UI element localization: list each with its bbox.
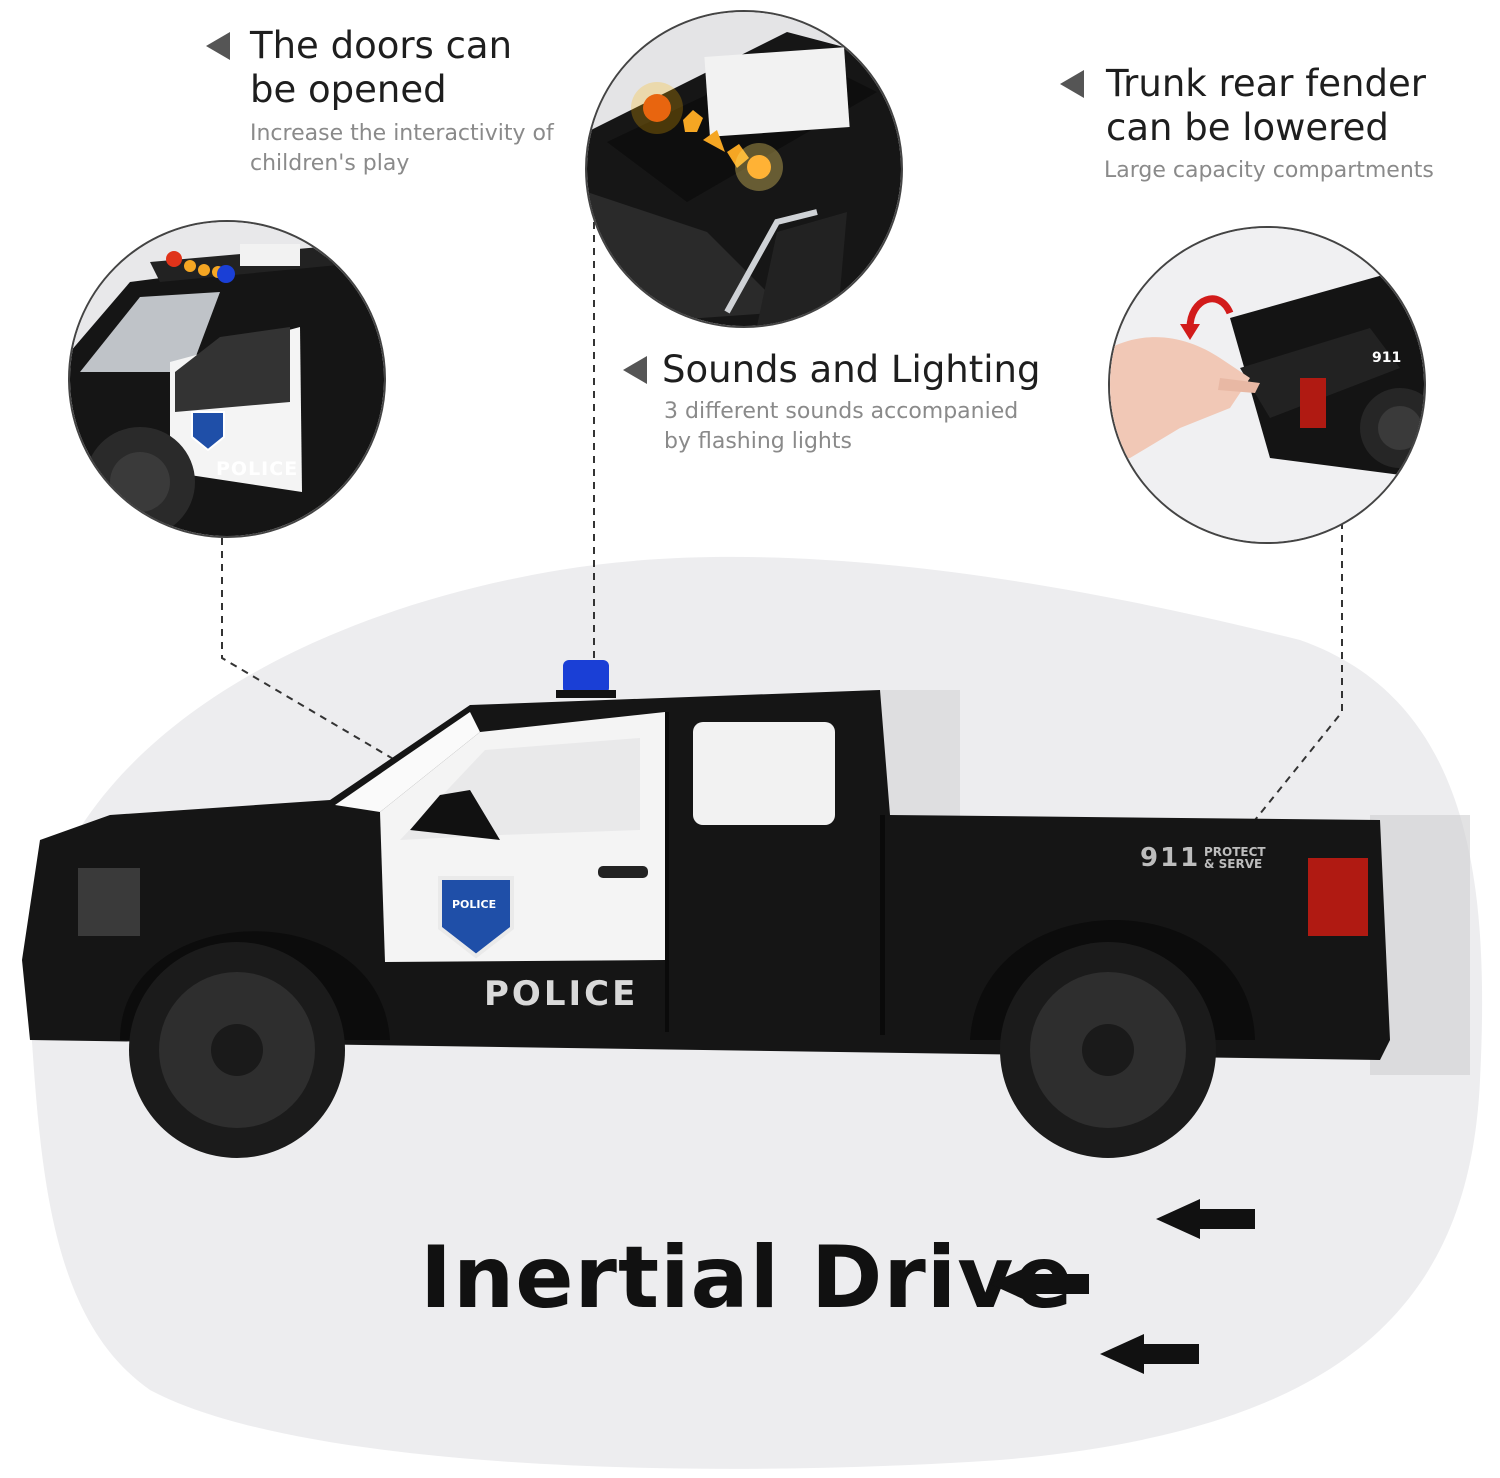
bed-number: 911	[1140, 843, 1201, 873]
sounds-title: Sounds and Lighting	[662, 348, 1041, 391]
trunk-title-line2: can be lowered	[1106, 106, 1389, 149]
doors-sub-line2: children's play	[250, 151, 410, 176]
trunk-sub: Large capacity compartments	[1104, 158, 1434, 183]
doors-title-line1: The doors can	[250, 24, 513, 67]
badge-text: POLICE	[452, 898, 497, 911]
door-police-label: POLICE	[484, 974, 639, 1014]
left-arrow-icon	[1156, 1199, 1255, 1239]
left-triangle-icon	[1060, 70, 1084, 98]
doors-connector-line	[221, 538, 396, 761]
small-bed-number: 911	[1372, 350, 1402, 366]
police-badge-icon	[191, 411, 225, 452]
trunk-title-line1: Trunk rear fender	[1106, 62, 1426, 105]
police-badge-icon	[438, 876, 514, 959]
doors-title-line2: be opened	[250, 68, 447, 111]
inertial-drive-headline: Inertial Drive	[420, 1228, 1074, 1328]
roof-lights-photo	[585, 10, 903, 328]
sounds-sub-line1: 3 different sounds accompanied	[664, 399, 1019, 424]
curved-arrow-icon	[1180, 295, 1234, 340]
sounds-sub-line2: by flashing lights	[664, 429, 852, 454]
left-triangle-icon	[206, 32, 230, 60]
front-wheel	[129, 942, 345, 1158]
rear-wheel	[1000, 942, 1216, 1158]
small-door-police-label: POLICE	[216, 458, 299, 480]
left-arrow-icon	[1100, 1334, 1199, 1374]
doors-sub-line1: Increase the interactivity of	[250, 121, 554, 146]
bed-text-line1: PROTECT	[1204, 845, 1266, 859]
left-triangle-icon	[623, 356, 647, 384]
left-arrow-icon	[990, 1264, 1089, 1304]
tailgate-photo: 911	[1108, 226, 1426, 544]
bed-text-line2: & SERVE	[1204, 857, 1263, 871]
